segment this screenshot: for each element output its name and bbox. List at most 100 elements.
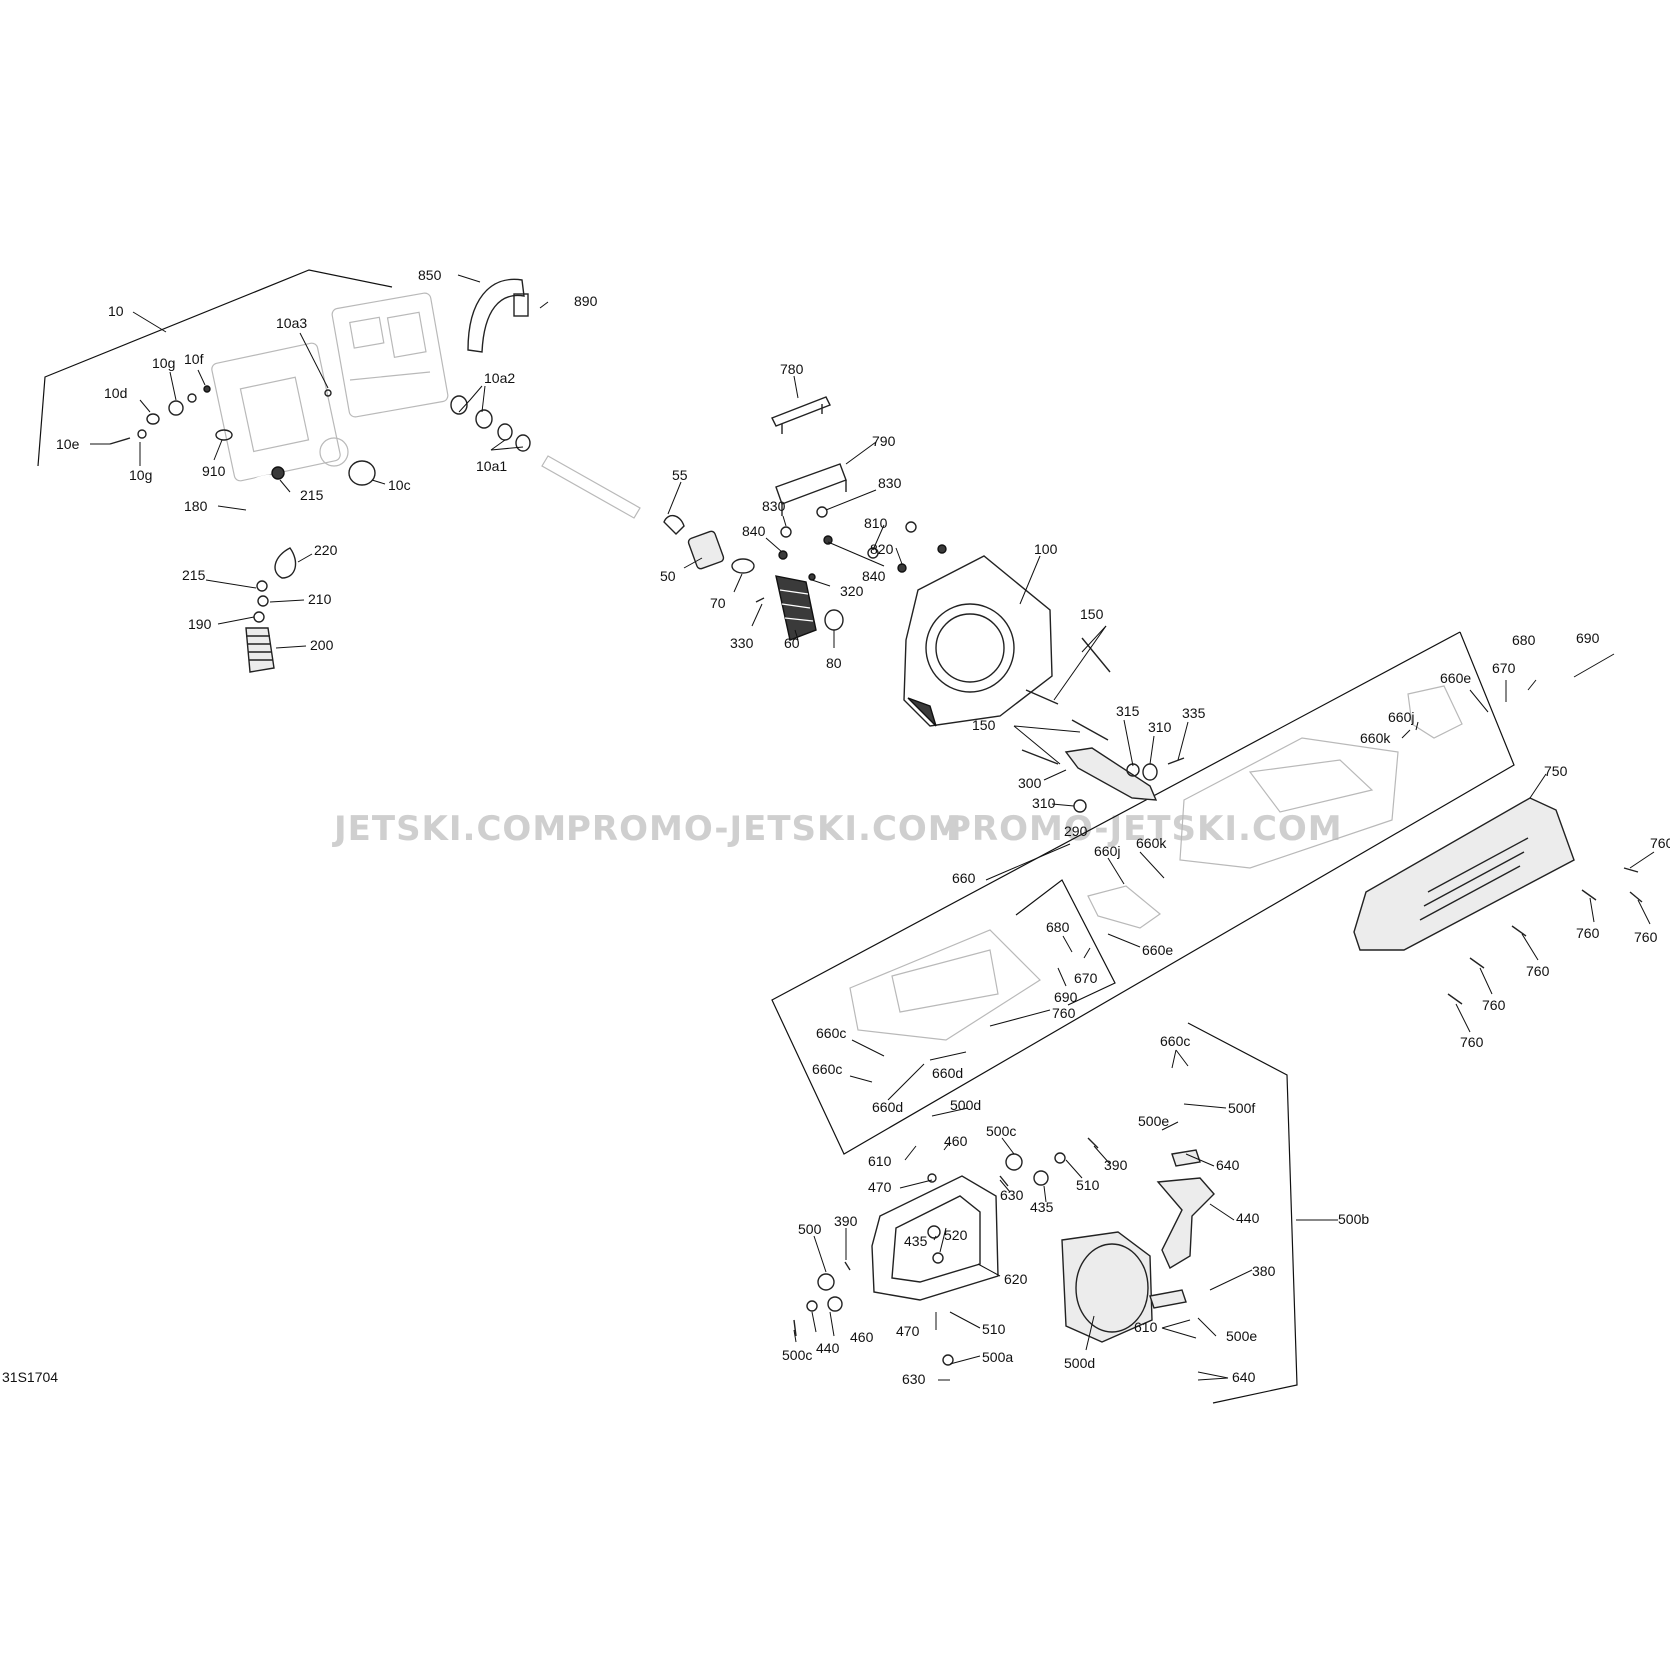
callout-label: 690	[1576, 630, 1600, 646]
frame-660	[771, 631, 1515, 1155]
callout-label: 470	[896, 1323, 920, 1339]
supercharger-housing-10	[211, 342, 349, 482]
callout-label: 760	[1460, 1034, 1484, 1050]
frame-500	[1187, 1022, 1298, 1404]
callout-label: 850	[418, 267, 442, 283]
frame-660-inner	[1015, 879, 1116, 1006]
callout-label: 510	[1076, 1177, 1100, 1193]
callout-label: 760	[1634, 929, 1658, 945]
watermark-layer: JETSKI.COM PROMO-JETSKI.COM PROMO-JETSKI…	[332, 809, 1342, 849]
callout-label: 810	[864, 515, 888, 531]
callout-label: 80	[826, 655, 842, 671]
callout-label: 10a3	[276, 315, 307, 331]
callout-label: 500d	[950, 1097, 981, 1113]
callout-label: 220	[314, 542, 338, 558]
frame-10	[37, 269, 393, 467]
callout-label: 10a1	[476, 458, 507, 474]
hose-180	[239, 466, 297, 623]
callout-label: 500e	[1226, 1328, 1257, 1344]
callout-label: 500c	[782, 1347, 812, 1363]
callout-label: 55	[672, 467, 688, 483]
drive-shaft	[541, 455, 641, 519]
bolts-150	[1021, 637, 1111, 765]
callout-label: 440	[1236, 1210, 1260, 1226]
callout-label: 10	[108, 303, 124, 319]
callout-label: 500f	[1228, 1100, 1255, 1116]
bracket-780	[771, 396, 831, 434]
supercharger-housing-10a3	[331, 292, 449, 418]
callout-label: 470	[868, 1179, 892, 1195]
callout-label: 10g	[152, 355, 175, 371]
callout-label: 630	[1000, 1187, 1024, 1203]
callout-label: 680	[1046, 919, 1070, 935]
frame-380	[871, 1175, 999, 1301]
callout-label: 100	[1034, 541, 1058, 557]
callout-label: 315	[1116, 703, 1140, 719]
callout-label: 760	[1482, 997, 1506, 1013]
callout-label: 10a2	[484, 370, 515, 386]
callout-label: 840	[862, 568, 886, 584]
callout-label: 460	[944, 1133, 968, 1149]
callout-label: 680	[1512, 632, 1536, 648]
callout-label: 660j	[1388, 709, 1414, 725]
coupling-50-55	[663, 515, 725, 570]
callout-label: 610	[868, 1153, 892, 1169]
callout-label: 435	[1030, 1199, 1054, 1215]
callout-label: 310	[1032, 795, 1056, 811]
callout-label: 60	[784, 635, 800, 651]
callout-label: 660k	[1136, 835, 1167, 851]
callout-label: 180	[184, 498, 208, 514]
callout-label: 760	[1526, 963, 1550, 979]
callout-label: 500	[798, 1221, 822, 1237]
part-drawings	[109, 278, 1643, 1366]
callout-label: 760	[1650, 835, 1670, 851]
callout-label: 215	[300, 487, 324, 503]
callout-label: 840	[742, 523, 766, 539]
small-fasteners-10	[109, 385, 233, 445]
callout-label: 190	[188, 616, 212, 632]
callout-label: 890	[574, 293, 598, 309]
boot-60	[731, 558, 844, 641]
callout-label: 290	[1064, 823, 1088, 839]
callout-labels: 10 850 890 10a3 10g 10f 10d 10a2 10e 10g…	[56, 267, 1670, 1387]
cover-660	[849, 685, 1463, 1041]
callout-label: 10c	[388, 477, 411, 493]
callout-label: 660j	[1094, 843, 1120, 859]
callout-label: 670	[1074, 970, 1098, 986]
callout-label: 380	[1252, 1263, 1276, 1279]
callout-label: 500e	[1138, 1113, 1169, 1129]
callout-label: 830	[762, 498, 786, 514]
callout-label: 780	[780, 361, 804, 377]
callout-label: 820	[870, 541, 894, 557]
leader-lines	[90, 274, 1655, 1381]
callout-label: 200	[310, 637, 334, 653]
washers-810-840	[778, 506, 947, 573]
callout-label: 790	[872, 433, 896, 449]
callout-label: 10f	[184, 351, 204, 367]
callout-label: 670	[1492, 660, 1516, 676]
callout-label: 660	[952, 870, 976, 886]
callout-label: 660e	[1440, 670, 1471, 686]
duct-500a	[1061, 1231, 1153, 1343]
watermark-text: PROMO-JETSKI.COM	[566, 809, 963, 849]
callout-label: 10e	[56, 436, 80, 452]
callout-label: 50	[660, 568, 676, 584]
callout-label: 435	[904, 1233, 928, 1249]
callout-label: 390	[834, 1213, 858, 1229]
callout-label: 440	[816, 1340, 840, 1356]
callout-label: 70	[710, 595, 726, 611]
callout-label: 210	[308, 591, 332, 607]
drawing-code: 31S1704	[2, 1369, 58, 1385]
bracket-790	[775, 463, 847, 516]
callout-label: 660d	[932, 1065, 963, 1081]
callout-label: 750	[1544, 763, 1568, 779]
callout-label: 330	[730, 635, 754, 651]
arm-300	[1064, 747, 1185, 813]
callout-label: 620	[1004, 1271, 1028, 1287]
callout-label: 10g	[129, 467, 152, 483]
watermark-text: JETSKI.COM	[332, 809, 567, 849]
callout-label: 660c	[816, 1025, 846, 1041]
callout-label: 10d	[104, 385, 127, 401]
callout-label: 760	[1576, 925, 1600, 941]
